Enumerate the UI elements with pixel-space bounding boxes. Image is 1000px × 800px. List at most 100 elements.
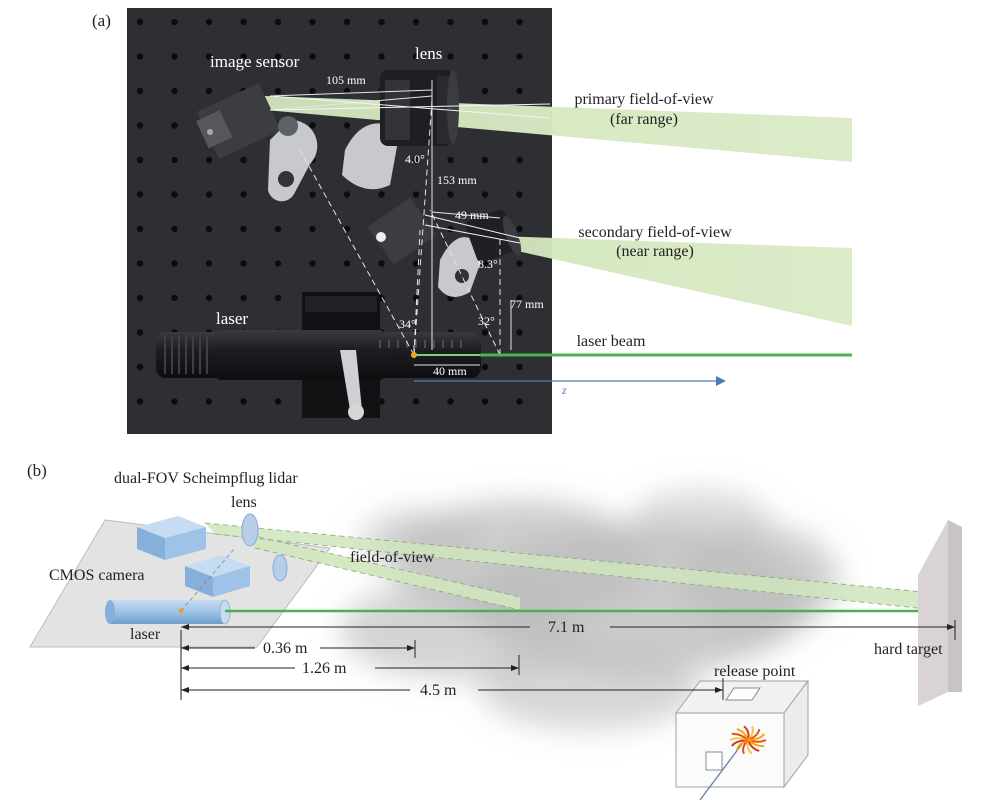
breadboard-hole xyxy=(447,398,454,405)
breadboard-hole xyxy=(240,398,247,405)
breadboard-hole xyxy=(481,191,489,198)
breadboard-hole xyxy=(481,363,489,371)
breadboard-hole xyxy=(240,53,247,60)
secondary-fov-range: (near range) xyxy=(616,243,694,260)
laser-tube xyxy=(105,599,231,625)
breadboard-hole xyxy=(412,53,420,60)
breadboard-hole xyxy=(481,398,489,405)
breadboard-hole xyxy=(309,53,316,60)
panel-b-label: (b) xyxy=(27,461,47,480)
breadboard-hole xyxy=(447,156,454,164)
label-laser-a: laser xyxy=(216,309,248,328)
breadboard-hole xyxy=(205,398,213,405)
label-lens-b: lens xyxy=(231,494,257,511)
breadboard-hole xyxy=(171,122,178,129)
breadboard-hole xyxy=(309,87,316,95)
breadboard-hole xyxy=(378,191,385,198)
near-fov-cone xyxy=(250,535,520,610)
lens-upper xyxy=(241,513,259,547)
breadboard-hole xyxy=(343,225,351,233)
breadboard-hole xyxy=(516,156,523,164)
breadboard-hole xyxy=(136,260,144,267)
lens-lower xyxy=(272,554,288,582)
breadboard-hole xyxy=(171,156,178,164)
breadboard-hole xyxy=(136,363,144,371)
system-title: dual-FOV Scheimpflug lidar xyxy=(114,470,298,487)
breadboard-hole xyxy=(136,329,144,336)
breadboard-hole xyxy=(309,122,316,129)
breadboard-hole xyxy=(274,260,282,267)
breadboard-hole xyxy=(378,18,385,26)
label-image-sensor: image sensor xyxy=(210,52,300,71)
breadboard-hole xyxy=(412,398,420,405)
label-lens-a: lens xyxy=(415,44,442,63)
breadboard-hole xyxy=(136,122,144,129)
panel-a: (a) xyxy=(92,8,852,434)
dim-153: 153 mm xyxy=(437,173,477,187)
breadboard-hole xyxy=(516,18,523,26)
distance-markers xyxy=(180,620,956,700)
breadboard-hole xyxy=(343,122,351,129)
breadboard-hole xyxy=(516,53,523,60)
breadboard-hole xyxy=(412,191,420,198)
breadboard-hole xyxy=(240,225,247,233)
dim-49: 49 mm xyxy=(455,208,489,222)
breadboard-hole xyxy=(240,156,247,164)
breadboard-hole xyxy=(136,294,144,302)
construction-lines xyxy=(269,80,551,356)
dim-40: 40 mm xyxy=(433,364,467,378)
breadboard-hole xyxy=(136,156,144,164)
breadboard-hole xyxy=(481,329,489,336)
breadboard-hole xyxy=(481,294,489,302)
breadboard-hole xyxy=(136,191,144,198)
breadboard-hole xyxy=(274,18,282,26)
breadboard-hole xyxy=(412,156,420,164)
breadboard-hole xyxy=(205,87,213,95)
breadboard-hole xyxy=(516,329,523,336)
dim-77: 77 mm xyxy=(510,297,544,311)
breadboard-hole xyxy=(343,191,351,198)
breadboard-hole xyxy=(171,191,178,198)
firework-burst xyxy=(729,725,767,755)
breadboard-hole xyxy=(309,225,316,233)
primary-fov-title: primary field-of-view xyxy=(574,91,714,108)
axis-z-label: z xyxy=(561,383,567,397)
angle-8: 8.3° xyxy=(478,257,498,271)
breadboard-hole xyxy=(378,53,385,60)
label-hard-target: hard target xyxy=(874,641,943,658)
far-fov-cone xyxy=(205,523,955,612)
image-sensor-camera xyxy=(196,83,318,202)
breadboard-hole xyxy=(274,53,282,60)
laser-origin-marker xyxy=(411,352,417,358)
cmos-camera-lower xyxy=(185,555,250,597)
breadboard-hole xyxy=(136,53,144,60)
breadboard-hole xyxy=(205,191,213,198)
hard-target xyxy=(918,520,962,706)
breadboard-hole xyxy=(516,191,523,198)
secondary-fov-title: secondary field-of-view xyxy=(578,224,732,241)
label-laser-b: laser xyxy=(130,626,161,643)
breadboard-hole xyxy=(516,87,523,95)
breadboard-hole xyxy=(205,260,213,267)
breadboard-hole xyxy=(274,225,282,233)
breadboard-hole xyxy=(309,18,316,26)
breadboard-hole xyxy=(343,53,351,60)
panel-b: (b) xyxy=(27,461,962,800)
breadboard-hole xyxy=(378,260,385,267)
breadboard-hole xyxy=(309,191,316,198)
breadboard-hole xyxy=(481,87,489,95)
z-axis-arrow xyxy=(414,376,726,386)
firework-streak xyxy=(747,733,766,741)
laser-beam-label: laser beam xyxy=(577,333,646,350)
breadboard-hole xyxy=(136,225,144,233)
angle-34: 34° xyxy=(399,317,416,331)
secondary-fov-wedge xyxy=(495,236,852,326)
breadboard-hole xyxy=(412,18,420,26)
release-box xyxy=(675,679,809,800)
breadboard-hole xyxy=(516,225,523,233)
breadboard-hole xyxy=(205,225,213,233)
breadboard-hole xyxy=(205,156,213,164)
breadboard-hole xyxy=(309,260,316,267)
dist-71: 7.1 m xyxy=(548,619,585,636)
